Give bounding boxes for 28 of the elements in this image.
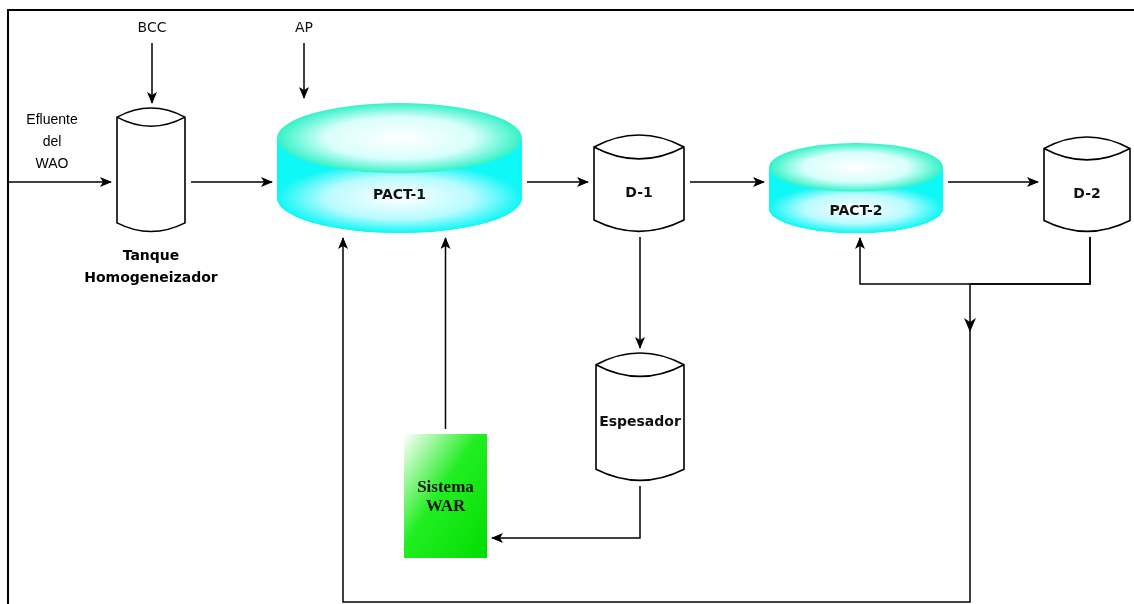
tank-cylinder bbox=[116, 108, 186, 232]
tank-label: PACT-2 bbox=[829, 202, 883, 218]
flow-arrow bbox=[635, 236, 645, 349]
flow-arrow bbox=[338, 236, 1091, 603]
tank-cylinder bbox=[593, 135, 685, 232]
inflow-label: Efluente del WAO bbox=[25, 110, 79, 173]
flow-arrow bbox=[299, 42, 309, 99]
tank-label: D-2 bbox=[1073, 184, 1101, 201]
flow-arrow bbox=[491, 485, 641, 543]
process-block bbox=[404, 434, 487, 558]
tank-label: Espesador bbox=[599, 413, 681, 429]
flow-arrow bbox=[147, 42, 157, 104]
flow-arrow bbox=[440, 237, 451, 430]
flow-arrow bbox=[526, 177, 589, 187]
tank-label: PACT-1 bbox=[372, 186, 427, 202]
input-label: AP bbox=[295, 19, 313, 35]
tank-label: Sistema WAR bbox=[416, 477, 475, 515]
flow-arrow bbox=[947, 177, 1039, 187]
tank-caption: Tanque Homogeneizador bbox=[83, 246, 219, 287]
flow-arrow bbox=[190, 177, 273, 187]
reactor-tank bbox=[277, 103, 522, 233]
input-label: BCC bbox=[137, 19, 167, 35]
flow-arrow bbox=[7, 177, 112, 187]
tank-cylinder bbox=[1043, 137, 1131, 232]
tank-label: D-1 bbox=[625, 183, 653, 200]
reactor-tank bbox=[769, 143, 943, 233]
tank-cylinder bbox=[595, 353, 685, 481]
flow-arrow bbox=[689, 177, 765, 187]
